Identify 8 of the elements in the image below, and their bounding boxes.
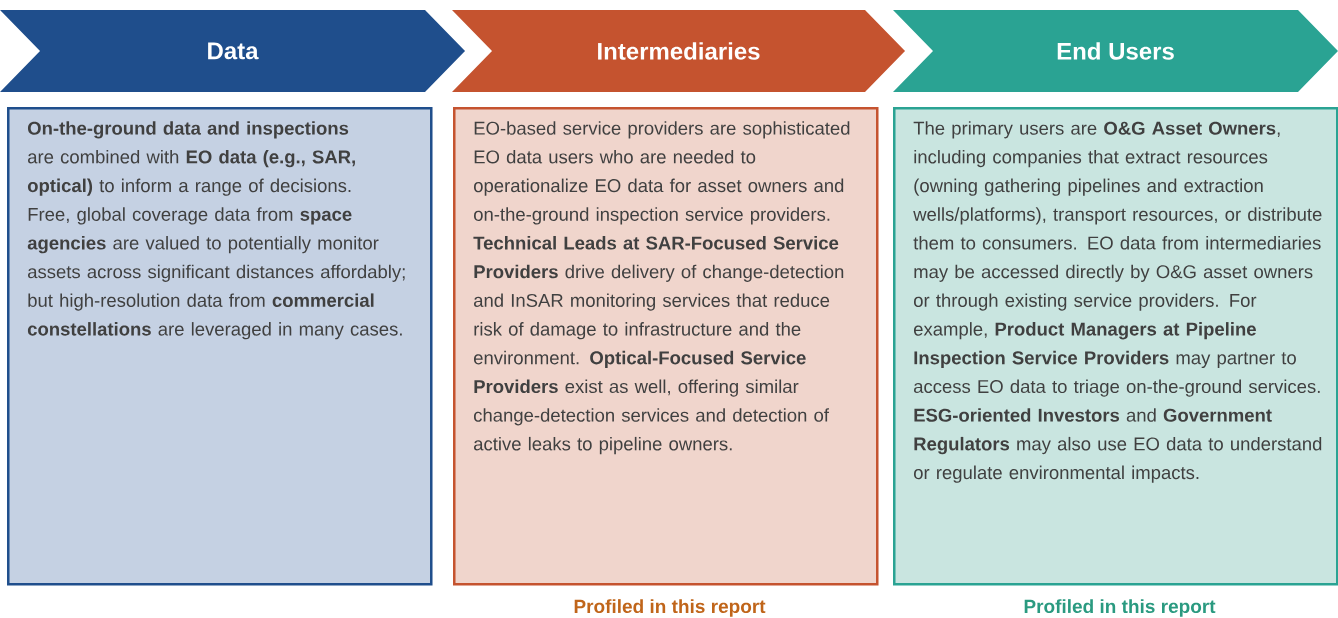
node-label: Profiled in this report	[1024, 599, 1216, 617]
text-box: EO-based service providers are sophisticated EO data users who are needed to operationalize EO data for asset owners and on-the-ground inspection service providers. Technical Leads at SAR-Focused Service Providers drive delivery of change-detection and InSAR monitoring services that reduce risk of damage to infrastructure and the environment. Optical-Focused Service Providers exist as well, offering similar change-detection services and detection of active leaks to pipeline owners.	[453, 107, 879, 586]
chevron-header: Intermediaries	[452, 10, 905, 92]
node-label: Profiled in this report	[574, 599, 766, 617]
chevron-header: End Users	[893, 10, 1338, 92]
text-box: On-the-ground data and inspections are combined with EO data (e.g., SAR, optical) to inform a range of decisions. Free, global coverage data from space agencies are valued to potentially monitor assets across significant distances affordably; but high-resolution data from commercial constellations are leveraged in many cases.	[7, 107, 433, 586]
text-box: The primary users are O&G Asset Owners, including companies that extract resources (owning gathering pipelines and extraction wells/platforms), transport resources, or distribute them to consumers. EO data from intermediaries may be accessed directly by O&G asset owners or through existing service providers. For example, Product Managers at Pipeline Inspection Service Providers may partner to access EO data to triage on-the-ground services. ESG-oriented Investors and Government Regulators may also use EO data to understand or regulate environmental impacts.	[893, 107, 1338, 586]
chevron-header: Data	[0, 10, 465, 92]
